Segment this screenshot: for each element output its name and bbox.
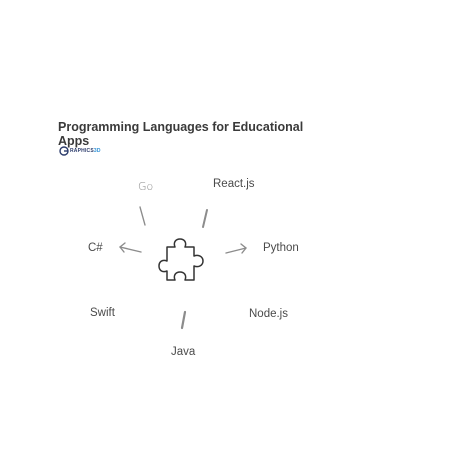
diagram-title: Programming Languages for Educational Ap… — [58, 120, 304, 148]
connector-react — [202, 209, 208, 228]
label-node: Node.js — [249, 308, 288, 320]
arrow-csharp — [119, 242, 142, 253]
label-csharp: C# — [88, 242, 103, 254]
puzzle-piece-icon — [158, 238, 204, 281]
label-go: Go — [138, 180, 154, 193]
arrow-python — [225, 243, 247, 254]
label-react: React.js — [213, 178, 255, 190]
label-swift: Swift — [90, 307, 115, 319]
label-java: Java — [171, 346, 196, 358]
brand-name: RAPHICS3D — [70, 148, 101, 154]
brand-logo-icon — [59, 146, 69, 156]
connector-go — [139, 206, 146, 226]
connector-java — [180, 310, 187, 330]
label-python: Python — [263, 242, 299, 254]
brand-logo: RAPHICS3D — [59, 146, 101, 156]
